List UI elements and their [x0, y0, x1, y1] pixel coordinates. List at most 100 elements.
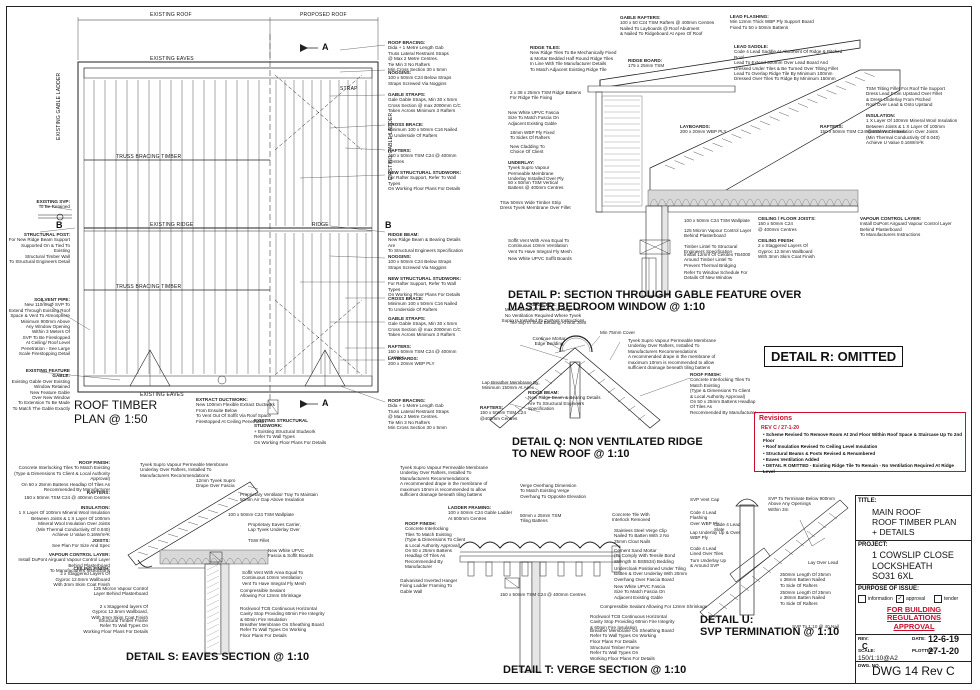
annotation-note: UNDERLAY: Tyvek Supro Vapour Permeable M…: [508, 160, 588, 182]
annotation-text: Minimum 100 x 50mm C16 Nailed To Undersi…: [388, 127, 458, 138]
roof-tile: [504, 414, 513, 421]
annotation-label: RIDGE TILE:: [529, 302, 557, 307]
insulation-hatch: [833, 198, 843, 207]
insulation-hatch: [777, 198, 787, 207]
annotation-label: VAPOUR CONTROL LAYER:: [48, 552, 110, 557]
annotation-text: 250mm Length Of 25mm x 38mm Batten Naile…: [780, 572, 831, 588]
purpose-option-label: approval: [906, 596, 926, 602]
insulation-hatch: [249, 557, 259, 565]
leader-line: [329, 124, 386, 129]
annotation-text: Tyvek Supro Vapour Permeable Membrane Un…: [628, 338, 717, 371]
checkbox-icon[interactable]: [858, 595, 866, 603]
annotation-text: Cement Sand Mortar (To Comply With Tensi…: [614, 548, 676, 564]
annotation-text: Lap Breather Membrane By Minimum 150mm A…: [482, 380, 539, 391]
purpose-information[interactable]: information: [858, 595, 893, 603]
annotation-note: New White UPVC Fascia & Soffit Boards: [268, 548, 348, 559]
revision-text: Roof Insulation Revised To Ceiling Level…: [765, 444, 878, 450]
insulation-hatch: [257, 557, 267, 565]
roof-tile: [237, 491, 249, 496]
annotation-note: CROSS BRACE: Minimum 100 x 50mm C16 Nail…: [388, 122, 468, 138]
annotation-note: LEAD SADDLE: Code 4 Lead Saddle At Abutm…: [734, 44, 844, 82]
roof-tile: [157, 539, 169, 544]
annotation-label: JOISTS:: [92, 538, 110, 543]
annotation-text: For Rafter Support, Refer To Wall Types …: [388, 281, 461, 298]
roof-tile: [731, 134, 742, 139]
annotation-text: Dida + 1 Metre Length Gab Truss Lateral …: [388, 45, 449, 73]
scale-label: SCALE:: [858, 648, 876, 653]
annotation-label: RAFTERS:: [388, 148, 412, 153]
roof-tile: [729, 593, 739, 601]
annotation-label: LEAD FLASHING:: [730, 14, 769, 19]
annotation-note: EXISTING FEATURE GABLE: Existing Gable O…: [8, 368, 70, 411]
insulation-hatch: [185, 557, 195, 565]
annotation-text: New Cladding To Choice Of Client: [510, 144, 545, 155]
annotation-label: CEILING FINISH:: [758, 238, 795, 243]
insulation-hatch: [753, 198, 763, 207]
wall-hatch: [206, 569, 220, 577]
purpose-tender[interactable]: tender: [934, 595, 958, 603]
roof-tile: [769, 116, 780, 121]
annotation-note: Galvanised Inverted Hanger Fixing Ladder…: [400, 578, 490, 594]
roof-tile: [514, 405, 523, 412]
annotation-note: Continue Mortar Edge Bedding: [504, 336, 594, 347]
annotation-note: RAFTERS: 150 x 50mm TSM C24 @400mm Centr…: [480, 405, 550, 421]
annotation-text: Compressible Sealant Allowing For 12mm S…: [240, 588, 302, 599]
annotation-label: INSULATION:: [80, 505, 110, 510]
annotation-note: RIDGE BOARD: 175 x 25mm TSM: [628, 58, 708, 69]
rafter-section: [539, 561, 547, 577]
rafter-section: [557, 561, 565, 577]
annotation-text: 2 x Staggered Layers Of Gyproc 12.5mm Wa…: [53, 571, 110, 588]
annotation-note: Proprietary Ventilator Tray To Maintain …: [240, 492, 350, 503]
annotation-text: See Plan For Size And Spec: [52, 543, 110, 549]
annotation-text: Soffit Vent With Area Equal To Continuou…: [508, 238, 572, 254]
annotation-label: NOGGINS:: [388, 254, 412, 259]
annotation-text: Install 12mm Of Celotex TB4000 Around Ti…: [684, 252, 751, 268]
annotation-note: RIDGE TILE: Mortar Bedded Half Round Rid…: [478, 302, 608, 324]
checkbox-icon[interactable]: [934, 595, 942, 603]
annotation-text: New 110mmØ SVP To Extend Through Existin…: [9, 302, 70, 357]
leader-line: [299, 174, 386, 179]
annotation-text: 150 x 50mm TSM C24 @ 400mm Centres: [24, 495, 110, 501]
annotation-text: TSW Fillet: [248, 538, 270, 543]
annotation-text: Code 4 Lead Slate: [714, 522, 741, 533]
insulation-hatch: [737, 198, 747, 207]
annotation-note: Compressible Sealant Allowing For 12mm S…: [600, 604, 720, 609]
detail-q-title: DETAIL Q: NON VENTILATED RIDGE TO NEW RO…: [512, 436, 703, 460]
annotation-note: 12mm Tyvek Supro Drape Over Fascia: [196, 478, 266, 489]
insulation-hatch: [745, 198, 755, 207]
checkbox-icon[interactable]: ✓: [896, 595, 904, 603]
annotation-note: Stainless Steel Verge Clip Nailed To Bat…: [614, 528, 704, 544]
annotation-note: Cement Sand Mortar (To Comply With Tensi…: [614, 548, 704, 564]
annotation-text: 150 x 50mm TSM C24 @ 400mm Centres: [500, 592, 586, 597]
drawing-sheet: [6, 6, 972, 684]
annotation-label: RAFTERS:: [480, 405, 504, 410]
annotation-note: Lay Over Lead: [808, 560, 848, 565]
purpose-approval[interactable]: ✓approval: [896, 595, 925, 603]
annotation-text: 100 x 50mm C24 Gable Ladder At 600mm Cen…: [448, 510, 513, 521]
wall-hatch: [206, 587, 220, 595]
purpose-options: information✓approval tender: [858, 595, 970, 605]
annotation-text: 1 X Layer Of 100mm Mineral Wool Insulati…: [18, 510, 110, 538]
rev-label: REV:: [858, 636, 869, 641]
annotation-note: Structural Timber Frame Refer To Wall Ty…: [590, 645, 690, 661]
revision-item: • Structural Beams & Posts Revised & Ren…: [763, 451, 963, 457]
drawing-title: MAIN ROOF ROOF TIMBER PLAN + DETAILS: [872, 507, 957, 537]
annotation-note: NEW STRUCTURAL STUDWORK: For Rafter Supp…: [388, 276, 468, 298]
annotation-note: CEILING / FLOOR JOISTS: 150 x 50mm C24 @…: [758, 216, 848, 232]
annotation-text: Concrete Interlocking Tiles To Match Exi…: [405, 526, 466, 570]
roof-tile: [577, 360, 586, 367]
project-address: 1 COWSLIP CLOSE LOCKSHEATH SO31 6XL: [872, 550, 954, 581]
proposed-roof-label: PROPOSED ROOF: [300, 12, 347, 18]
annotation-text: Undercloak Positioned Under Tiling Batte…: [614, 566, 688, 582]
annotation-text: Soffit Vent With Area Equal To Continuou…: [242, 570, 306, 586]
annotation-text: 150 x 50mm TSM C24 @400mm Centres: [820, 129, 905, 135]
date-value: 12-6-19: [928, 634, 960, 644]
revisions-rev: REV C / 27-1-20: [761, 425, 800, 431]
annotation-note: STRUCTURAL POST: For New Ridge Beam Supp…: [8, 232, 70, 264]
annotation-text: Minimum 100 x 50mm C16 Nailed To Undersi…: [388, 301, 458, 312]
plotted-value: 27-1-20: [928, 646, 960, 656]
annotation-note: Code 4 Lead Flashing Over WBP Ply: [690, 510, 740, 526]
annotation-label: RIDGE TILES:: [530, 45, 561, 50]
dwg-label: DWG. NO.: [858, 663, 880, 668]
